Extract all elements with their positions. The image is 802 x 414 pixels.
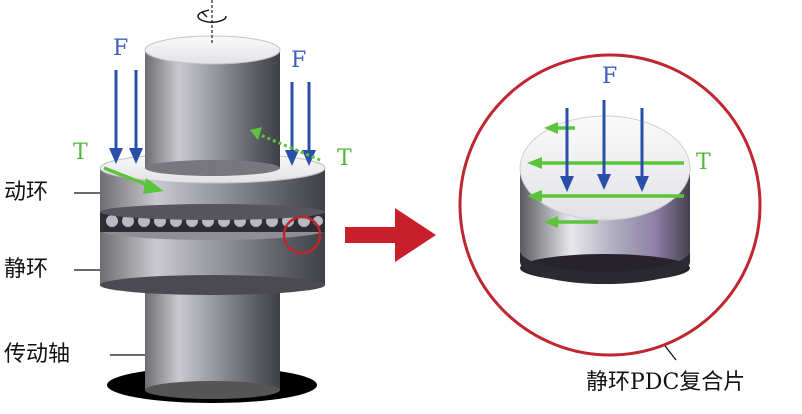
highlight-circle	[282, 215, 322, 255]
zoom-torque-arrows	[527, 122, 684, 228]
torque-arrow-left	[103, 166, 164, 194]
label-static-ring: 静环	[4, 257, 49, 282]
force-arrows-left	[109, 70, 143, 164]
zoom-pointer-arrow	[345, 208, 436, 262]
label-pdc-compact: 静环PDC复合片	[586, 370, 746, 395]
rotation-icon	[197, 9, 227, 23]
static-ring	[100, 220, 325, 295]
force-label-right: F	[291, 48, 307, 73]
torque-arrow-right	[250, 127, 321, 162]
force-arrows-right	[285, 82, 316, 166]
torque-label-right: T	[337, 146, 352, 171]
torque-label-left: T	[73, 140, 88, 165]
label-moving-ring: 动环	[4, 180, 49, 205]
zoom-force-label: F	[602, 64, 618, 89]
label-drive-shaft: 传动轴	[4, 342, 71, 367]
force-label-left: F	[113, 36, 129, 61]
zoom-torque-label: T	[696, 150, 711, 175]
drive-shaft	[145, 282, 280, 399]
upper-shaft	[144, 35, 281, 176]
zoom-force-arrows	[560, 100, 649, 192]
